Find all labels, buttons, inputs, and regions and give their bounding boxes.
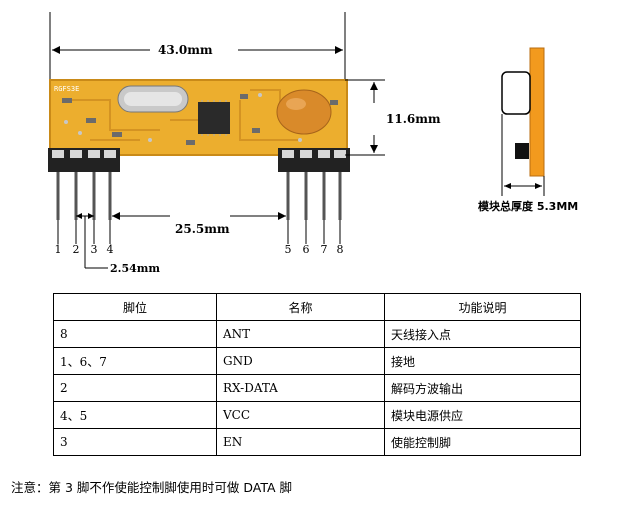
pitch-dimension-label: 2.54mm — [110, 262, 161, 275]
thickness-label: 模块总厚度 5.3MM — [478, 200, 579, 213]
cell-function: 天线接入点 — [384, 320, 581, 348]
cell-function: 接地 — [384, 347, 581, 375]
table-row: 8 ANT 天线接入点 — [53, 320, 581, 348]
table-row: 4、5 VCC 模块电源供应 — [53, 401, 581, 429]
pin-gap-dimension-label: 25.5mm — [175, 222, 230, 236]
header-function: 功能说明 — [384, 293, 581, 321]
pin-number-7: 7 — [320, 243, 328, 256]
table-header-row: 脚位 名称 功能说明 — [53, 293, 581, 321]
cell-name: RX-DATA — [216, 374, 385, 402]
cell-function: 模块电源供应 — [384, 401, 581, 429]
pin-number-1: 1 — [54, 243, 62, 256]
height-dimension-label: 11.6mm — [386, 112, 441, 126]
cell-pin: 3 — [53, 428, 217, 456]
cell-pin: 8 — [53, 320, 217, 348]
table-row: 3 EN 使能控制脚 — [53, 428, 581, 456]
cell-pin: 2 — [53, 374, 217, 402]
table-row: 2 RX-DATA 解码方波输出 — [53, 374, 581, 402]
pin-number-4: 4 — [106, 243, 114, 256]
module-diagram: RGFS3E — [48, 12, 545, 269]
cell-name: GND — [216, 347, 385, 375]
cell-function: 使能控制脚 — [384, 428, 581, 456]
cell-function: 解码方波输出 — [384, 374, 581, 402]
side-view-crystal — [501, 71, 531, 115]
pin-number-6: 6 — [302, 243, 310, 256]
cell-pin: 1、6、7 — [53, 347, 217, 375]
silkscreen-text: RGFS3E — [54, 85, 79, 93]
pin-number-2: 2 — [72, 243, 80, 256]
pin-number-5: 5 — [284, 243, 292, 256]
usage-note: 注意：第 3 脚不作使能控制脚使用时可做 DATA 脚 — [11, 480, 293, 495]
side-view-pcb — [529, 47, 545, 177]
width-dimension-label: 43.0mm — [158, 43, 213, 57]
cell-name: VCC — [216, 401, 385, 429]
header-pin: 脚位 — [53, 293, 217, 321]
table-row: 1、6、7 GND 接地 — [53, 347, 581, 375]
side-view-ic — [515, 143, 529, 159]
pin-number-3: 3 — [90, 243, 98, 256]
capacitor — [276, 89, 332, 135]
header-name: 名称 — [216, 293, 385, 321]
cell-name: EN — [216, 428, 385, 456]
pin-number-8: 8 — [336, 243, 344, 256]
cell-pin: 4、5 — [53, 401, 217, 429]
ic-chip — [198, 102, 230, 134]
cell-name: ANT — [216, 320, 385, 348]
pin-table: 脚位 名称 功能说明 8 ANT 天线接入点 1、6、7 GND 接地 2 RX… — [53, 293, 581, 456]
